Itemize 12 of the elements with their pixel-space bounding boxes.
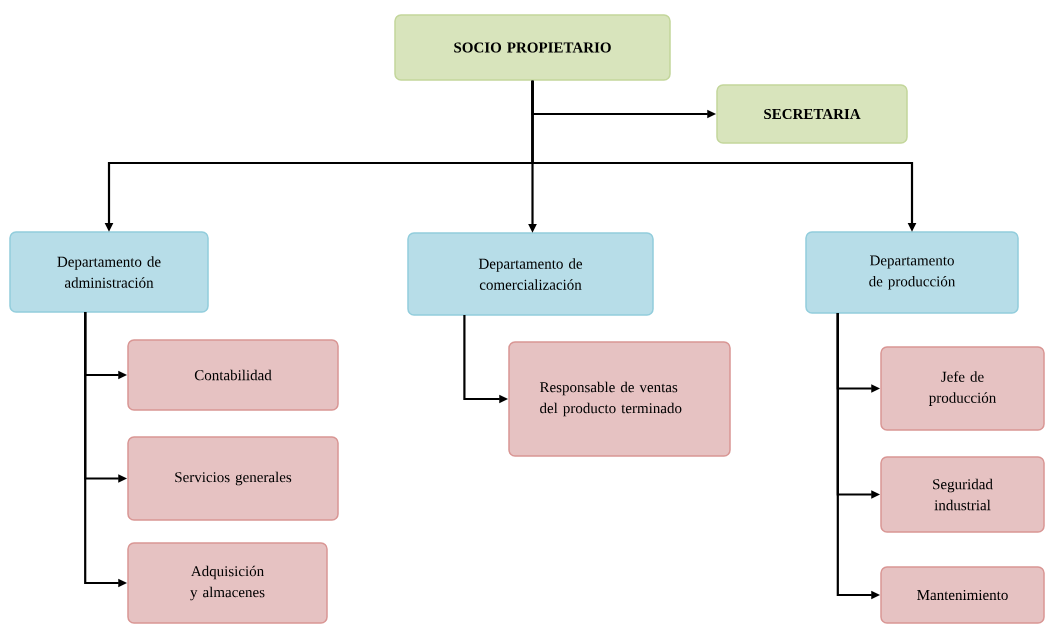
unit-box: Contabilidad bbox=[127, 339, 339, 411]
unit-box: Adquisición y almacenes bbox=[127, 542, 328, 624]
department-box: Departamento de administración bbox=[9, 231, 209, 313]
title-box: SECRETARIA bbox=[716, 84, 908, 144]
unit-box: Seguridad industrial bbox=[880, 456, 1045, 533]
department-box: Departamento de comercialización bbox=[407, 232, 654, 316]
unit-box: Mantenimiento bbox=[880, 566, 1045, 624]
department-box: Departamento de producción bbox=[805, 231, 1019, 314]
unit-box: Jefe de producción bbox=[880, 346, 1045, 431]
title-box: SOCIO PROPIETARIO bbox=[394, 14, 671, 81]
unit-box: Responsable de ventas del producto terminado bbox=[508, 341, 731, 457]
unit-box: Servicios generales bbox=[127, 436, 339, 521]
